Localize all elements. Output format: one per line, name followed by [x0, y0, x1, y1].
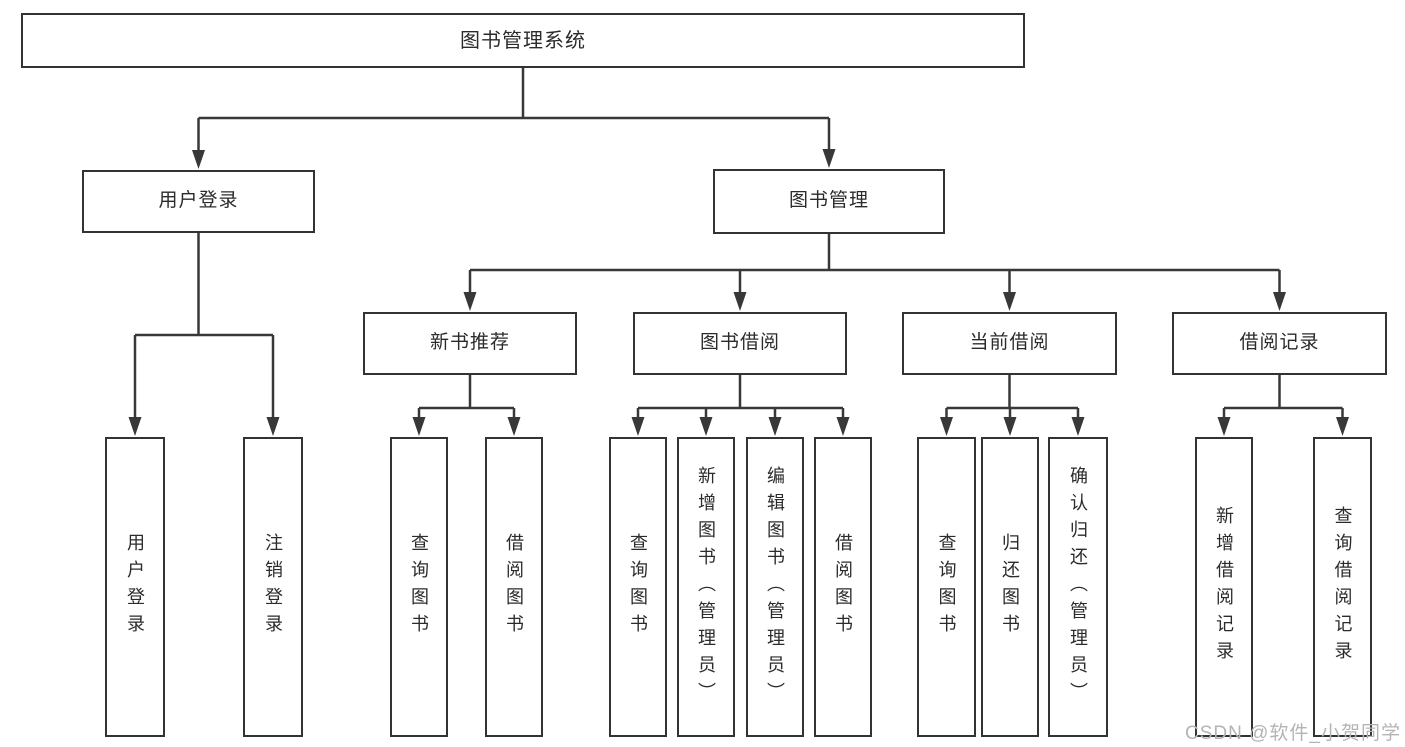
arrowhead-leaf-borrow-book-2	[836, 417, 850, 436]
node-leaf-user-login: 用户登录	[105, 437, 165, 737]
edge-book-borrow	[636, 375, 845, 421]
arrowhead-leaf-borrow-book-1	[507, 417, 521, 436]
arrowhead-leaf-confirm-return	[1071, 417, 1085, 436]
node-book-borrow: 图书借阅	[633, 312, 847, 375]
arrowhead-borrow-record	[1273, 292, 1286, 311]
edge-new-book	[417, 375, 516, 421]
node-leaf-query-book-3: 查询图书	[917, 437, 976, 737]
arrowhead-user-login	[192, 150, 205, 169]
node-root: 图书管理系统	[21, 13, 1025, 68]
node-borrow-record: 借阅记录	[1172, 312, 1387, 375]
arrowhead-leaf-query-book-3	[940, 417, 953, 436]
arrowhead-new-book	[463, 292, 477, 311]
arrowhead-leaf-return-book	[1003, 417, 1017, 436]
node-leaf-borrow-book-1: 借阅图书	[485, 437, 543, 737]
node-leaf-query-book-2: 查询图书	[609, 437, 667, 737]
edge-user-login	[133, 233, 275, 421]
arrowhead-leaf-add-book	[699, 417, 713, 436]
arrowhead-book-borrow	[733, 292, 747, 311]
node-leaf-query-record: 查询借阅记录	[1313, 437, 1372, 737]
edge-book-mgmt	[468, 234, 1281, 296]
arrowhead-current-borrow	[1003, 292, 1016, 311]
node-leaf-add-record: 新增借阅记录	[1195, 437, 1253, 737]
node-user-login: 用户登录	[82, 170, 315, 233]
node-book-mgmt: 图书管理	[713, 169, 945, 234]
arrowhead-leaf-logout	[266, 417, 280, 436]
arrowhead-leaf-user-login	[128, 417, 142, 436]
node-current-borrow: 当前借阅	[902, 312, 1117, 375]
node-leaf-borrow-book-2: 借阅图书	[814, 437, 872, 737]
arrowhead-leaf-add-record	[1217, 417, 1231, 436]
arrowhead-leaf-edit-book	[768, 417, 782, 436]
edge-root	[197, 68, 831, 154]
node-leaf-return-book: 归还图书	[981, 437, 1039, 737]
edge-borrow-record	[1222, 375, 1344, 421]
node-leaf-logout: 注销登录	[243, 437, 303, 737]
arrowhead-leaf-query-book-1	[412, 417, 426, 436]
node-leaf-confirm-return: 确认归还（管理员）	[1048, 437, 1108, 737]
arrowhead-leaf-query-record	[1336, 417, 1349, 436]
node-leaf-add-book: 新增图书（管理员）	[677, 437, 735, 737]
node-leaf-edit-book: 编辑图书（管理员）	[746, 437, 804, 737]
arrowhead-book-mgmt	[822, 149, 836, 168]
arrowhead-leaf-query-book-2	[631, 417, 645, 436]
node-new-book: 新书推荐	[363, 312, 577, 375]
node-leaf-query-book-1: 查询图书	[390, 437, 448, 737]
edge-current-borrow	[945, 375, 1080, 421]
